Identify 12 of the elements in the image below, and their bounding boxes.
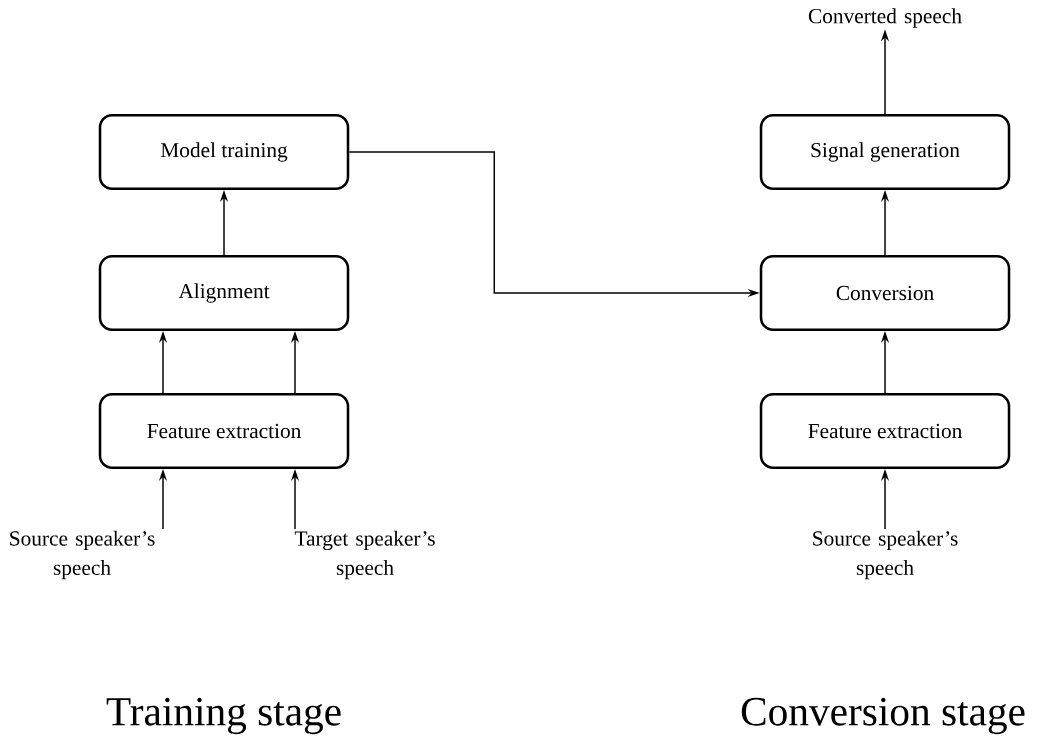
input-label: Converted speech (808, 8, 962, 28)
process-box: Conversion (759, 255, 1011, 331)
process-box: Model training (98, 114, 350, 190)
process-box: Signal generation (759, 114, 1011, 190)
input-label: Source speaker’s speech (10, 530, 155, 580)
input-label: Target speaker’s speech (294, 530, 435, 580)
process-box: Feature extraction (98, 393, 350, 469)
process-box: Alignment (98, 255, 350, 331)
stage-label: Training stage (106, 697, 341, 735)
stage-label: Conversion stage (741, 697, 1025, 735)
input-label: Source speaker’s speech (813, 530, 958, 580)
process-box: Feature extraction (759, 393, 1011, 469)
